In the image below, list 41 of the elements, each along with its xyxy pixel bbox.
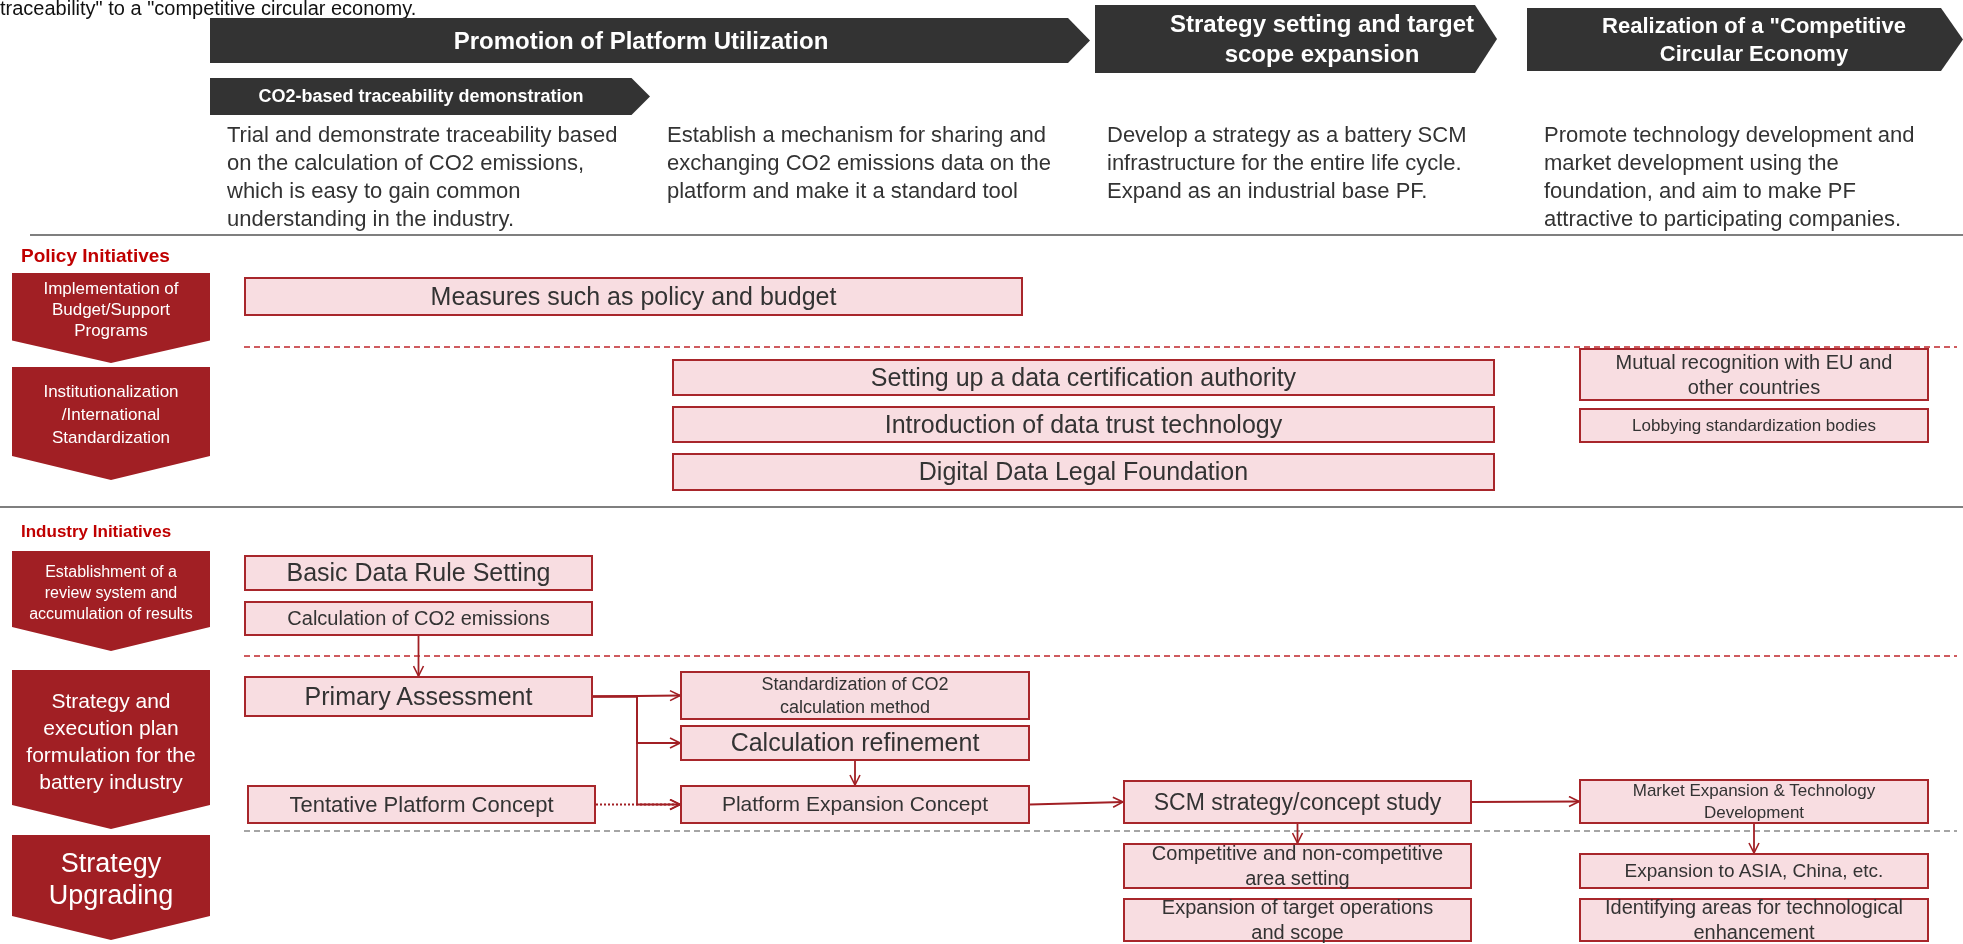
process-box: Calculation refinement [680, 725, 1030, 761]
row-heading-banner: Implementation of Budget/Support Programs [12, 273, 210, 363]
arrow [1471, 795, 1580, 808]
arrow [849, 760, 861, 786]
process-box: Market Expansion & Technology Development [1579, 779, 1929, 824]
process-box: Standardization of CO2 calculation method [680, 671, 1030, 720]
process-box: Introduction of data trust technology [672, 406, 1495, 443]
process-box: Digital Data Legal Foundation [672, 453, 1495, 491]
page-heading: traceability" to a "competitive circular economy. [0, 0, 418, 18]
arrow [1029, 796, 1124, 809]
chevron-banner: CO2-based traceability demonstration [210, 78, 650, 115]
description-text: Develop a strategy as a battery SCM infrastructure for the entire life cycle. Expand as an industrial base PF. [1107, 121, 1468, 205]
row-heading-banner: Institutionalization /International Standardization [12, 367, 210, 480]
process-box: Basic Data Rule Setting [244, 555, 593, 591]
process-box: Platform Expansion Concept [680, 785, 1030, 824]
process-box: Competitive and non-competitive area setting [1123, 843, 1472, 889]
process-box: Measures such as policy and budget [244, 277, 1023, 316]
process-box: Expansion to ASIA, China, etc. [1579, 853, 1929, 889]
process-box: Tentative Platform Concept [247, 785, 596, 824]
chevron-banner: Strategy setting and target scope expansion [1095, 5, 1497, 73]
row-heading-banner: Strategy Upgrading [12, 835, 210, 940]
process-box: Lobbying standardization bodies [1579, 408, 1929, 443]
process-box: Identifying areas for technological enhancement [1579, 898, 1929, 942]
section-heading: Industry Initiatives [21, 521, 173, 543]
process-box: Setting up a data certification authority [672, 359, 1495, 396]
process-box: Mutual recognition with EU and other countries [1579, 348, 1929, 401]
row-heading-banner: Establishment of a review system and accumulation of results [12, 551, 210, 651]
arrow [1748, 823, 1760, 854]
process-box: Primary Assessment [244, 676, 593, 717]
row-heading-banner: Strategy and execution plan formulation for the battery industry [12, 670, 210, 829]
arrow [1291, 823, 1304, 844]
process-box: Expansion of target operations and scope [1123, 898, 1472, 942]
process-box: Calculation of CO2 emissions [244, 601, 593, 636]
chevron-banner: Realization of a "Competitive Circular Economy [1527, 8, 1963, 71]
chevron-banner: Promotion of Platform Utilization [210, 18, 1090, 63]
process-box: SCM strategy/concept study [1123, 780, 1472, 824]
arrow [412, 635, 425, 677]
description-text: Establish a mechanism for sharing and exchanging CO2 emissions data on the platform and make it a standard tool [667, 121, 1052, 205]
description-text: Trial and demonstrate traceability based on the calculation of CO2 emissions, which is easy to gain common understanding in the industry. [227, 121, 619, 233]
section-heading: Policy Initiatives [21, 244, 171, 268]
description-text: Promote technology development and market development using the foundation, and aim to make PF attractive to participating companies. [1544, 121, 1916, 233]
